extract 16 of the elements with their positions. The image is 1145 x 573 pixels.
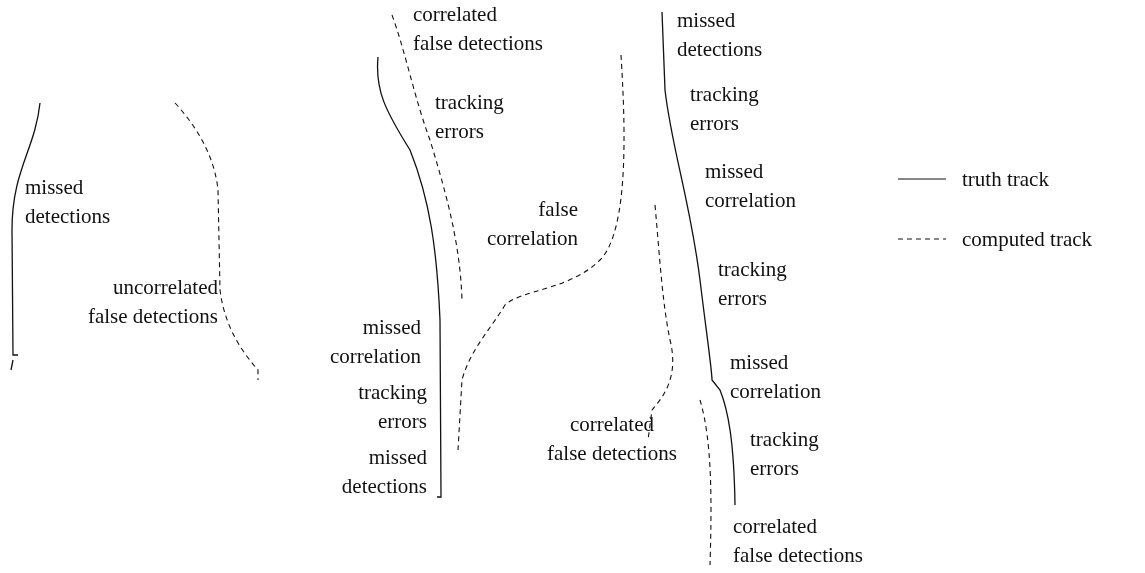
annotation-label: false correlation bbox=[487, 196, 578, 252]
annotation-label: missed correlation bbox=[730, 349, 821, 405]
annotation-label: missed correlation bbox=[705, 158, 796, 214]
annotation-label: missed detections bbox=[677, 7, 763, 63]
annotation-label: missed detections bbox=[25, 174, 111, 230]
annotation-label: tracking errors bbox=[750, 426, 819, 482]
annotation-label: tracking errors bbox=[718, 256, 787, 312]
annotation-label: tracking errors bbox=[435, 89, 504, 145]
legend-label: computed track bbox=[962, 226, 1093, 252]
annotation-label: correlated false detections bbox=[547, 411, 677, 467]
annotation-label: tracking errors bbox=[690, 81, 759, 137]
annotation-label: missed detections bbox=[341, 444, 427, 500]
annotation-label: correlated false detections bbox=[413, 1, 544, 57]
annotation-label: correlated false detections bbox=[733, 513, 864, 569]
legend-label: truth track bbox=[962, 166, 1049, 192]
annotation-label: uncorrelated false detections bbox=[87, 274, 218, 330]
